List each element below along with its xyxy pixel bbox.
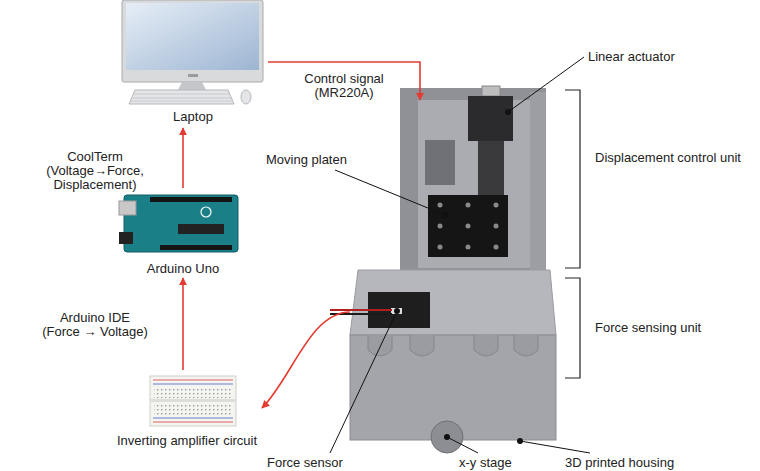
edge-label: CoolTerm (Voltage→Force, Displacement) xyxy=(41,150,149,192)
part-label: Force sensor xyxy=(267,455,343,470)
power-jack xyxy=(119,232,133,244)
housing-cutout xyxy=(474,335,498,356)
screw xyxy=(438,224,443,229)
node-label: Laptop xyxy=(118,109,268,124)
node-label: Arduino Uno xyxy=(118,261,248,276)
signal-arrow xyxy=(262,312,350,408)
guide-block xyxy=(425,140,455,185)
laptop-node: Laptop xyxy=(118,0,268,128)
pin-header xyxy=(160,245,232,250)
part-label: x-y stage xyxy=(459,455,512,470)
bracket xyxy=(565,90,580,268)
monitor-screen xyxy=(126,3,259,70)
node-label: Inverting amplifier circuit xyxy=(112,433,262,448)
moving-platen xyxy=(428,195,508,257)
screw xyxy=(466,245,471,250)
amplifier-node: Inverting amplifier circuit xyxy=(112,370,262,450)
side-wall xyxy=(530,92,546,274)
arduino-node: Arduino Uno xyxy=(118,188,248,278)
stepper-motor xyxy=(468,96,513,141)
screw xyxy=(438,245,443,250)
unit-node: Force sensing unit xyxy=(350,272,556,440)
node-label: Force sensing unit xyxy=(595,320,701,335)
monitor-stand xyxy=(178,82,206,90)
sensor-cable xyxy=(330,309,392,311)
leader-line xyxy=(508,57,584,112)
edge-label: Control signal (MR220A) xyxy=(289,72,399,100)
part-label: 3D printed housing xyxy=(565,455,674,470)
screw xyxy=(466,224,471,229)
unit-node: Displacement control unit xyxy=(398,100,546,270)
leader-line xyxy=(447,437,478,453)
usb-port xyxy=(119,201,136,215)
breadboard-holes xyxy=(154,387,232,398)
breadboard xyxy=(150,376,236,426)
screw xyxy=(466,203,471,208)
signal-arrow xyxy=(182,128,184,188)
part-label: Moving platen xyxy=(266,152,347,167)
leader-line xyxy=(520,441,590,453)
xy-knob xyxy=(431,421,463,453)
housing-cutout xyxy=(410,335,434,356)
keyboard xyxy=(129,90,234,104)
keyboard-keys xyxy=(131,94,233,101)
housing-top xyxy=(350,270,556,335)
force-sensor xyxy=(391,308,402,314)
housing-cutout xyxy=(514,335,538,356)
mouse xyxy=(241,90,251,104)
bracket xyxy=(565,278,580,378)
leader-dot xyxy=(444,434,450,440)
shaft-coupling xyxy=(482,86,500,96)
housing-cutout xyxy=(368,335,392,356)
node-label: Displacement control unit xyxy=(595,150,741,165)
pin-header xyxy=(150,197,232,202)
arduino-board xyxy=(124,195,238,252)
lead-rail xyxy=(478,141,504,197)
signal-arrow xyxy=(182,278,184,370)
breadboard-groove xyxy=(150,399,236,402)
leader-dot xyxy=(442,212,448,218)
screw xyxy=(438,203,443,208)
signal-arrow xyxy=(268,62,420,100)
back-panel xyxy=(400,88,546,278)
breadboard-holes xyxy=(154,404,232,415)
leader-dot xyxy=(394,308,400,314)
leader-line xyxy=(330,311,397,453)
microcontroller-chip xyxy=(178,224,224,234)
monitor-frame xyxy=(122,0,263,82)
monitor-logo xyxy=(188,74,198,77)
screw xyxy=(494,245,499,250)
part-label: Linear actuator xyxy=(588,49,675,64)
leader-dot xyxy=(505,109,511,115)
screw xyxy=(494,203,499,208)
sensor-cable xyxy=(330,313,392,315)
leader-line xyxy=(335,170,445,215)
board-logo xyxy=(201,207,211,217)
screw xyxy=(494,224,499,229)
leader-dot xyxy=(517,438,523,444)
edge-label: Arduino IDE (Force → Voltage) xyxy=(41,311,149,339)
